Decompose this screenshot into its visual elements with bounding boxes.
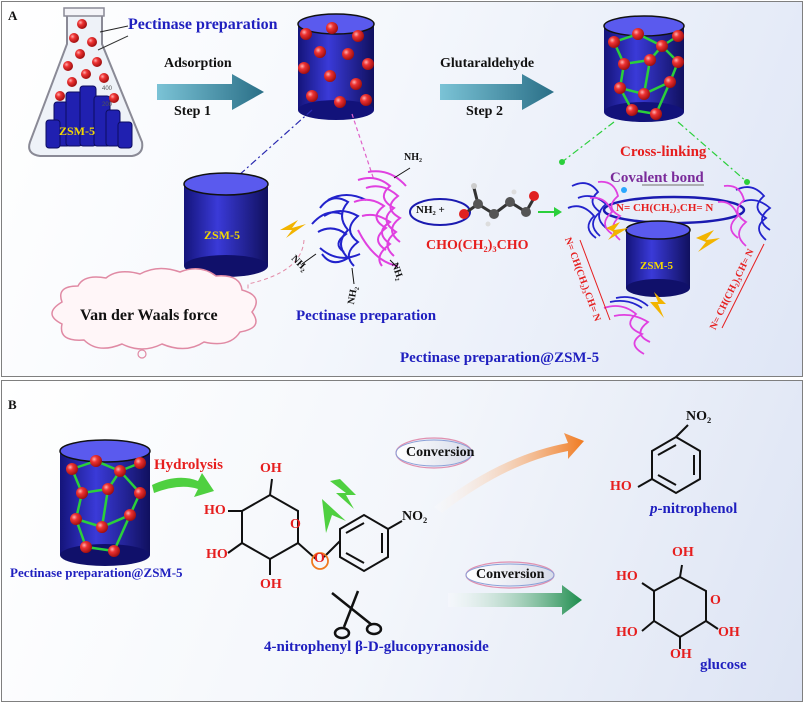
zsm5-cylinder-icon <box>183 172 269 277</box>
conversion-bottom-label: Conversion <box>476 567 545 582</box>
glutaraldehyde-label: Glutaraldehyde <box>440 56 535 71</box>
zsm-cylinder-label: ZSM-5 <box>204 228 240 242</box>
glucose-oh-right: OH <box>718 625 740 640</box>
composite-zsm-icon <box>59 439 151 566</box>
glucose-oh-top: OH <box>672 545 694 560</box>
nh2-highlight <box>409 198 471 226</box>
glutaraldehyde-formula: CHO(CH₂)₃CHO <box>426 238 529 253</box>
pnp-ho: HO <box>610 479 632 494</box>
enzyme-protein-icon <box>301 167 411 285</box>
step2-label: Step 2 <box>466 104 503 119</box>
glucose-molecule-icon <box>641 564 719 649</box>
vdw-label: Van der Waals force <box>80 307 218 324</box>
crosslinked-assembly <box>567 180 772 355</box>
hydrolysis-arrow <box>152 473 214 497</box>
enzyme-attack-icon <box>322 479 356 533</box>
adsorption-label: Adsorption <box>164 56 232 71</box>
zsm-with-enzyme-icon <box>297 13 375 120</box>
scissors-icon <box>331 590 383 640</box>
substrate-ho-lower: HO <box>206 547 228 562</box>
pnp-name-italic: p <box>650 501 658 517</box>
glucose-oh-bottom: OH <box>670 647 692 662</box>
panel-b: B Hydrolysis Pectinase preparation@ZSM-5… <box>1 380 803 702</box>
lightning-icon <box>280 220 306 238</box>
panel-a-letter: A <box>8 8 18 23</box>
crosslinking-label: Cross-linking <box>620 144 707 160</box>
substrate-link-o: O <box>314 551 325 566</box>
glucose-ring-o: O <box>710 593 721 608</box>
conversion-top-label: Conversion <box>406 445 475 460</box>
composite-label-b: Pectinase preparation@ZSM-5 <box>10 565 183 580</box>
panel-b-graphics <box>59 424 719 649</box>
pnp-name: p-nitrophenol <box>650 501 737 518</box>
erlenmeyer-flask-icon: 400 200 <box>28 7 144 157</box>
nh2-label-top: NH₂ <box>404 152 422 163</box>
flask-mark-400: 400 <box>102 86 113 92</box>
crosslinked-zsm-icon <box>603 15 685 122</box>
pnp-no2: NO₂ <box>686 409 712 424</box>
glucose-ho-lower: HO <box>616 625 638 640</box>
substrate-oh-top: OH <box>260 461 282 476</box>
conversion-top-arrow <box>434 433 584 513</box>
panel-b-letter: B <box>8 397 17 412</box>
step1-label: Step 1 <box>174 104 211 119</box>
top-preparation-label: Pectinase preparation <box>128 16 278 33</box>
center-zsm-label: ZSM-5 <box>640 260 673 272</box>
pnp-name-rest: -nitrophenol <box>657 501 738 517</box>
glucose-ho-left: HO <box>616 569 638 584</box>
vdw-cloud-icon <box>51 267 257 350</box>
flask-mark-200: 200 <box>102 102 113 108</box>
cleavage-site-circle <box>311 552 329 570</box>
nh2-plus-label: NH₂ + <box>416 204 445 216</box>
p-nitrophenol-molecule-icon <box>637 424 701 495</box>
hydrolysis-label: Hydrolysis <box>154 457 223 473</box>
step1-arrow <box>157 74 264 110</box>
panel-a: 400 200 <box>1 1 803 377</box>
panel-a-graphics: 400 200 <box>28 7 772 359</box>
step2-arrow <box>440 74 554 110</box>
composite-label-a: Pectinase preparation@ZSM-5 <box>400 350 600 366</box>
substrate-ring-o: O <box>290 517 301 532</box>
glucose-name: glucose <box>700 657 747 673</box>
substrate-name: 4-nitrophenyl β-D-glucopyranoside <box>264 639 489 655</box>
substrate-oh-bottom: OH <box>260 577 282 592</box>
substrate-ho-left: HO <box>204 503 226 518</box>
conversion-bottom-arrow <box>448 585 582 615</box>
flask-zsm-label: ZSM-5 <box>59 124 95 138</box>
covalent-bond-label: Covalent bond <box>610 170 704 186</box>
glutaraldehyde-molecule-icon <box>459 183 539 227</box>
preparation-label: Pectinase preparation <box>296 308 437 324</box>
bond-formula-center: N= CH(CH₂)₃CH= N <box>616 202 714 214</box>
substrate-molecule-icon <box>227 478 403 575</box>
substrate-no2: NO₂ <box>402 509 428 524</box>
